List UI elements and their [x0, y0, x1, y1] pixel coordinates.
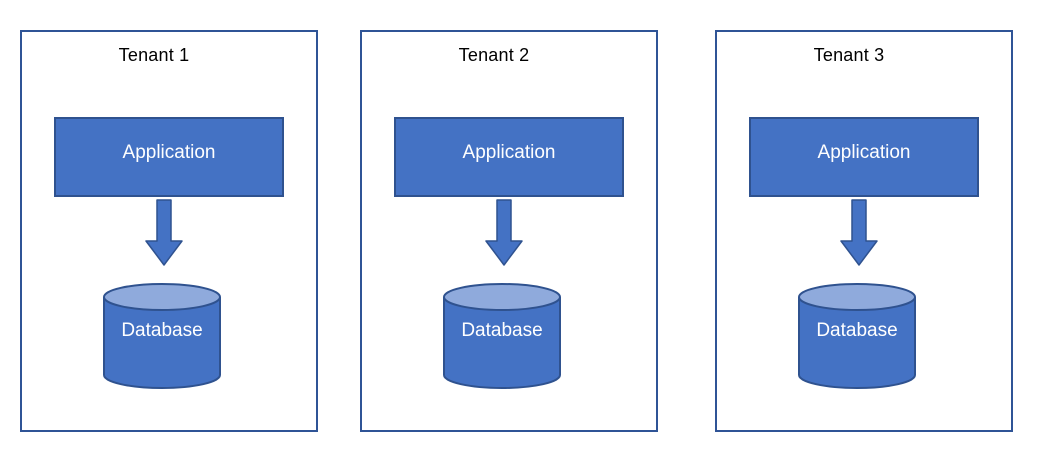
application-label: Application — [817, 142, 911, 163]
database-cylinder-icon — [103, 283, 221, 389]
database-label: Database — [816, 320, 898, 341]
application-label: Application — [462, 142, 556, 163]
database-label: Database — [461, 320, 543, 341]
tenant-1-application-shape: Application — [54, 117, 284, 197]
arrow-down-icon — [145, 199, 183, 266]
tenant-2-title: Tenant 2 — [458, 45, 530, 65]
tenant-1-title: Tenant 1 — [118, 45, 190, 65]
tenant-1-database-shape: Database — [102, 282, 222, 390]
tenant-3-title: Tenant 3 — [813, 45, 885, 65]
arrow-down-icon — [485, 199, 523, 266]
tenant-3-container: Tenant 3 Application Database — [715, 30, 1013, 432]
tenant-3-database-shape: Database — [797, 282, 917, 390]
database-cylinder-icon — [443, 283, 561, 389]
database-label: Database — [121, 320, 203, 341]
arrow-down-icon — [840, 199, 878, 266]
tenant-2-database-shape: Database — [442, 282, 562, 390]
tenant-3-application-shape: Application — [749, 117, 979, 197]
tenant-2-application-shape: Application — [394, 117, 624, 197]
tenant-2-container: Tenant 2 Application Database — [360, 30, 658, 432]
application-label: Application — [122, 142, 216, 163]
tenant-1-container: Tenant 1 Application Database — [20, 30, 318, 432]
database-cylinder-icon — [798, 283, 916, 389]
